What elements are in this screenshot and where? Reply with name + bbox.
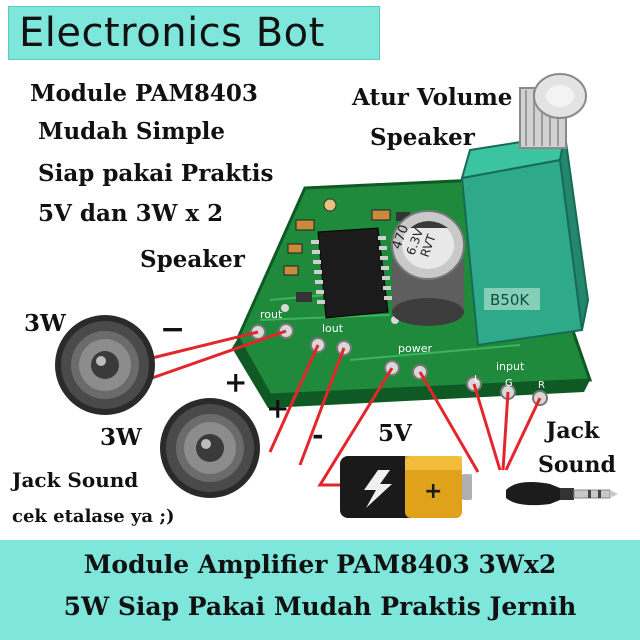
header-banner: Electronics Bot [8, 6, 380, 60]
jack-note-line-2: cek etalase ya ;) [12, 506, 175, 527]
audio-jack-icon [506, 482, 618, 506]
jack-label-line-1: Jack [546, 418, 600, 444]
footer-line-2: 5W Siap Pakai Mudah Praktis Jernih [63, 592, 577, 621]
store-title: Electronics Bot [19, 10, 325, 56]
speaker-bottom [160, 398, 260, 498]
speaker-top-label: 3W [24, 310, 66, 337]
polarity-plus-right: + [266, 392, 290, 425]
promo-line-1: Module PAM8403 [30, 80, 258, 107]
volume-label-line-1: Atur Volume [352, 84, 513, 111]
footer-banner: Module Amplifier PAM8403 3Wx2 5W Siap Pa… [0, 540, 640, 640]
silk-L: L [474, 374, 480, 385]
power-label: 5V [378, 420, 412, 447]
terminal-pads: rout lout power input L G R [250, 308, 548, 406]
pot-marking: B50K [490, 291, 530, 309]
battery-icon: + [340, 456, 472, 518]
pam8403-chip [311, 227, 392, 319]
silk-power: power [398, 342, 432, 355]
silk-G: G [505, 378, 513, 389]
silk-lout: lout [322, 322, 344, 335]
promo-line-5: Speaker [140, 246, 245, 273]
promo-line-4: 5V dan 3W x 2 [38, 200, 224, 227]
promo-line-2: Mudah Simple [38, 118, 226, 145]
silk-input: input [496, 360, 525, 373]
volume-potentiometer: B50K [460, 73, 590, 347]
silk-R: R [538, 380, 545, 391]
polarity-plus-left: + [224, 366, 248, 399]
promo-line-3: Siap pakai Praktis [38, 160, 274, 187]
jack-note-line-1: Jack Sound [12, 468, 139, 492]
polarity-minus-top: − [160, 312, 186, 347]
wires [151, 329, 542, 487]
svg-text:+: + [424, 479, 442, 504]
silk-rout: rout [260, 308, 283, 321]
footer-line-1: Module Amplifier PAM8403 3Wx2 [83, 550, 557, 579]
speaker-top [55, 315, 155, 415]
capacitor: 470 6.3V RVT [390, 210, 465, 326]
jack-label-line-2: Sound [538, 452, 616, 478]
speaker-bottom-label: 3W [100, 424, 142, 451]
volume-label-line-2: Speaker [370, 124, 475, 151]
polarity-minus-right: - [312, 418, 324, 451]
